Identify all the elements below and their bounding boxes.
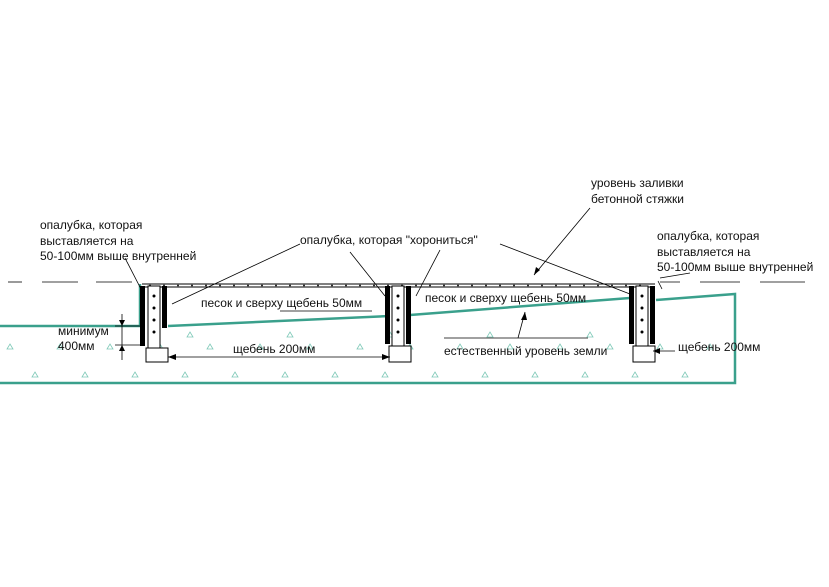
dimension-gravel-mid [168, 354, 390, 360]
left-formwork [140, 285, 169, 363]
svg-text:400мм: 400мм [58, 339, 95, 353]
right-formwork [629, 285, 656, 363]
label-pour-level: уровень заливки бетонной стяжки [591, 176, 684, 206]
screed-reinforcement-dots [149, 284, 641, 287]
label-sand-right: песок и сверху щебень 50мм [425, 291, 586, 305]
leader-lines [124, 207, 691, 354]
label-gravel-right: щебень 200мм [678, 340, 760, 354]
svg-text:минимум: минимум [58, 324, 109, 338]
label-sand-left: песок и сверху щебень 50мм [201, 296, 362, 310]
svg-text:бетонной стяжки: бетонной стяжки [591, 192, 684, 206]
middle-formwork [385, 285, 412, 363]
label-gravel-mid: щебень 200мм [233, 342, 315, 356]
svg-text:уровень заливки: уровень заливки [591, 176, 684, 190]
label-natural-ground: естественный уровень земли [444, 344, 607, 358]
svg-text:50-100мм выше внутренней: 50-100мм выше внутренней [40, 249, 196, 263]
svg-text:50-100мм выше внутренней: 50-100мм выше внутренней [657, 260, 813, 274]
svg-text:опалубка, которая: опалубка, которая [40, 218, 142, 232]
label-formwork-outer-right: опалубка, которая выставляется на 50-100… [657, 229, 813, 274]
label-formwork-inner: опалубка, которая "хорониться" [300, 233, 478, 247]
dimension-minimum [115, 314, 145, 360]
label-formwork-outer-left: опалубка, которая выставляется на 50-100… [40, 218, 196, 263]
label-minimum: минимум 400мм [58, 324, 109, 353]
svg-text:выставляется на: выставляется на [40, 234, 134, 248]
ground-profile [0, 284, 737, 385]
svg-text:выставляется на: выставляется на [657, 245, 751, 259]
svg-text:опалубка, которая: опалубка, которая [657, 229, 759, 243]
